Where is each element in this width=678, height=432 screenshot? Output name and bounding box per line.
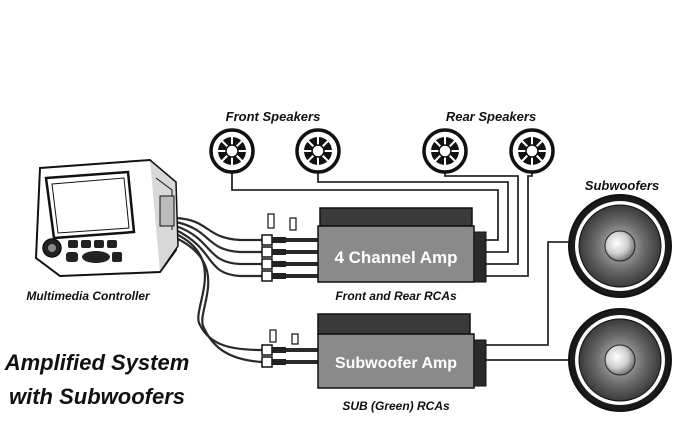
speaker-wires <box>231 172 572 361</box>
subwoofer-amp: Subwoofer Amp <box>317 313 487 389</box>
sub-green-rcas-label: SUB (Green) RCAs <box>342 399 450 413</box>
front-speaker-right <box>295 128 341 174</box>
subwoofer-amp-label: Subwoofer Amp <box>335 355 457 372</box>
speaker-icon <box>422 128 468 174</box>
front-rear-rcas-label: Front and Rear RCAs <box>335 289 457 303</box>
rca-plug-icon <box>261 356 318 368</box>
rear-speaker-left <box>422 128 468 174</box>
rca-plug-icon <box>261 234 318 246</box>
rca-plug-icon <box>261 270 318 282</box>
rca-plug-icon <box>261 258 318 270</box>
rear-speaker-right <box>509 128 555 174</box>
front-speakers-label: Front Speakers <box>226 109 321 124</box>
four-channel-amp-label: 4 Channel Amp <box>334 248 457 267</box>
multimedia-controller-label: Multimedia Controller <box>26 289 151 303</box>
rca-plug-icon <box>261 344 318 356</box>
subwoofer-icon <box>568 308 672 412</box>
title-line-1: Amplified System <box>4 350 190 375</box>
rca-plugs-front-rear <box>261 213 318 282</box>
front-speaker-left <box>209 128 255 174</box>
rca-plugs-sub <box>261 329 318 368</box>
subwoofer-bottom <box>568 308 672 412</box>
title-line-2: with Subwoofers <box>9 384 185 409</box>
rca-cables <box>175 216 263 364</box>
speaker-icon <box>295 128 341 174</box>
rca-plug-icon <box>261 246 318 258</box>
rear-speakers-label: Rear Speakers <box>446 109 536 124</box>
subwoofers-label: Subwoofers <box>585 178 659 193</box>
subwoofer-top <box>568 194 672 298</box>
four-channel-amp: 4 Channel Amp <box>317 207 487 283</box>
speaker-icon <box>509 128 555 174</box>
speaker-icon <box>209 128 255 174</box>
subwoofer-icon <box>568 194 672 298</box>
multimedia-controller-icon <box>34 158 179 278</box>
